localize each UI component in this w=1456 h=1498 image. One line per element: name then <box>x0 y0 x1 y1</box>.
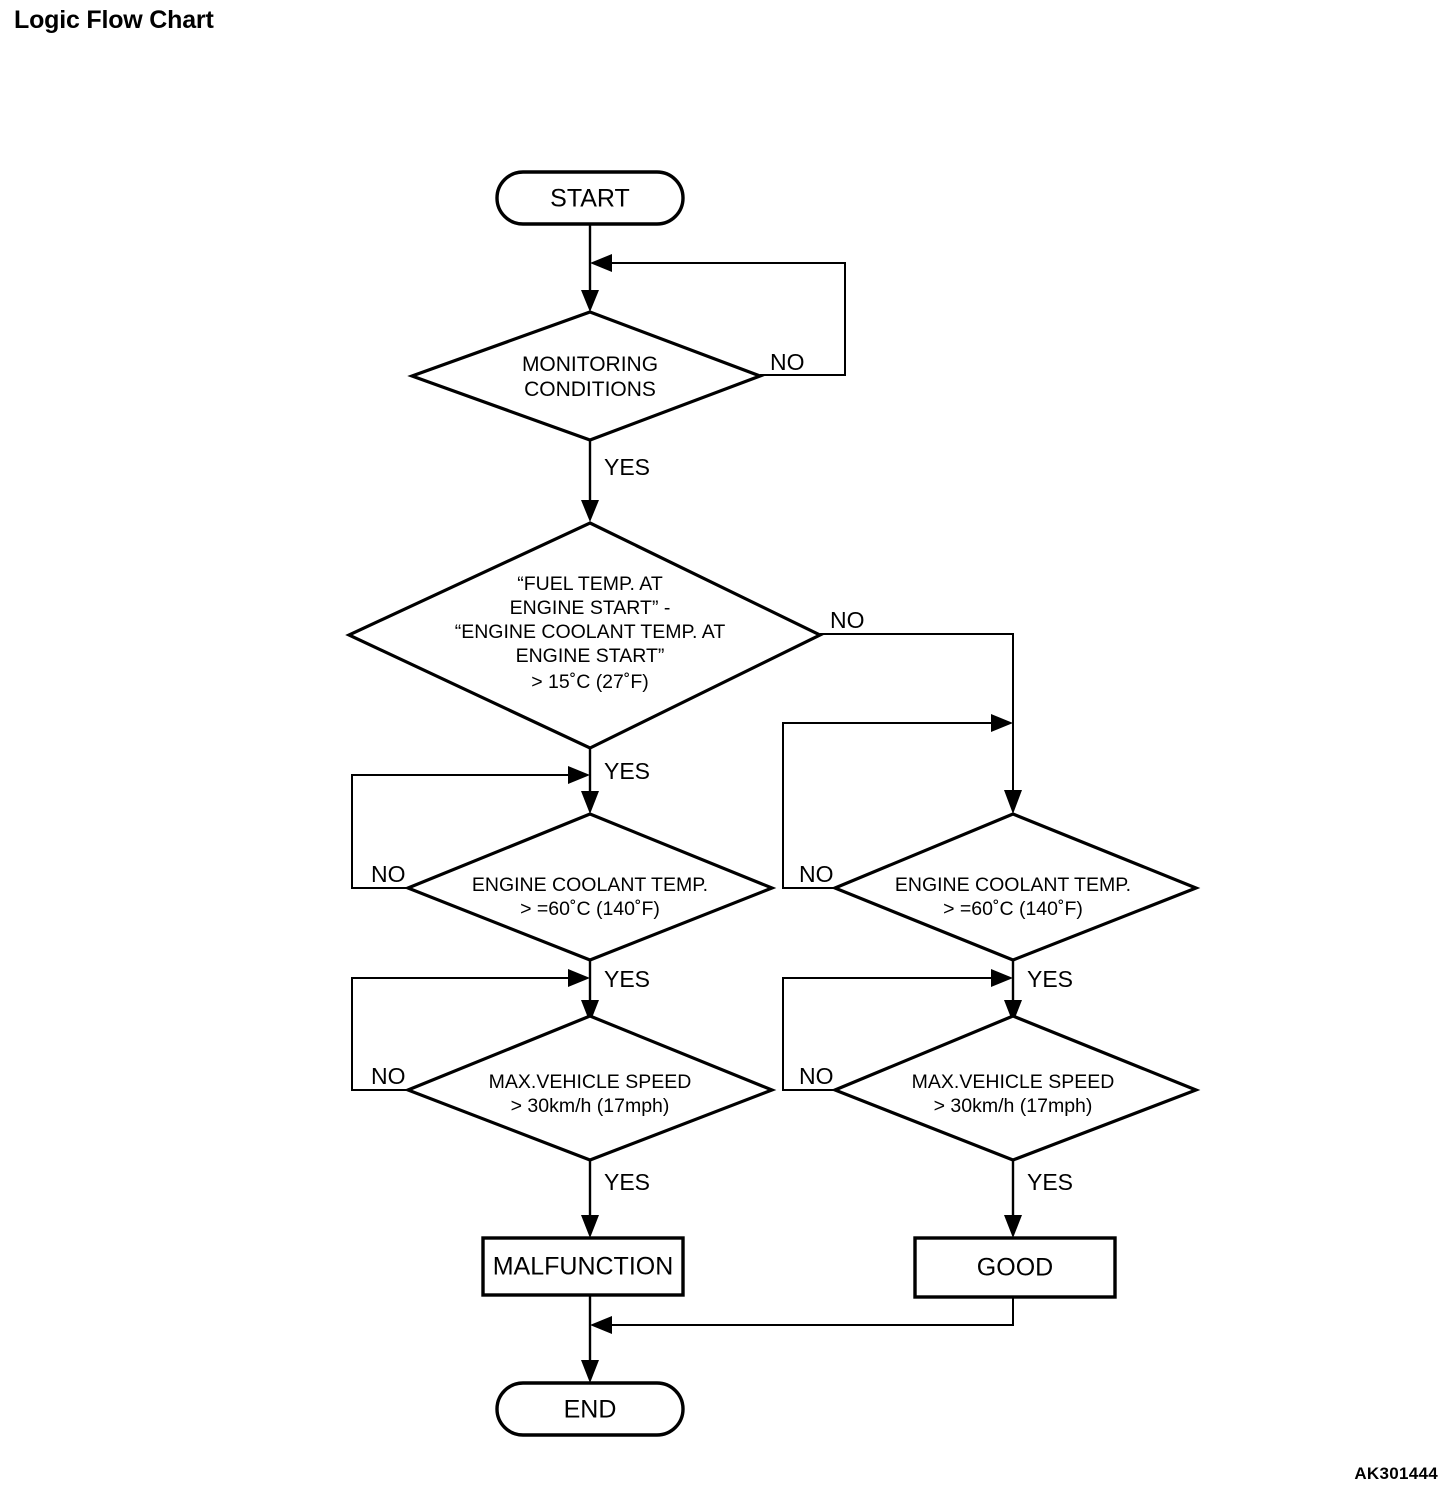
node-end-label: END <box>564 1396 617 1424</box>
node-ect-right-line2: > =60˚C (140˚F) <box>943 898 1083 920</box>
edge-label-ect-left-yes: YES <box>604 966 650 992</box>
edge-speed-left-no-loop <box>351 969 590 1091</box>
node-end[interactable]: END <box>495 1381 685 1437</box>
node-malfunction-label: MALFUNCTION <box>493 1253 674 1281</box>
node-fueltemp-line1: “FUEL TEMP. AT <box>517 573 663 595</box>
node-fueltemp-line5: > 15˚C (27˚F) <box>531 671 649 693</box>
node-ect-left-line1: ENGINE COOLANT TEMP. <box>472 874 708 896</box>
node-start[interactable]: START <box>495 170 685 226</box>
edge-speed-right-yes <box>1004 1160 1022 1238</box>
node-good-label: GOOD <box>977 1254 1053 1282</box>
node-monitoring-line1: MONITORING <box>522 353 658 376</box>
node-speed-right-line2: > 30km/h (17mph) <box>934 1095 1093 1117</box>
page-title: Logic Flow Chart <box>14 6 214 34</box>
edge-monitoring-yes <box>581 440 599 522</box>
node-speed-right-line1: MAX.VEHICLE SPEED <box>912 1071 1115 1093</box>
node-max-vehicle-speed-right[interactable]: MAX.VEHICLE SPEED > 30km/h (17mph) <box>830 1014 1201 1162</box>
edge-fueltemp-no <box>820 633 1022 814</box>
edge-label-speed-left-no: NO <box>371 1063 406 1089</box>
edge-malfunction-to-end <box>581 1295 599 1383</box>
edge-label-speed-right-yes: YES <box>1027 1169 1073 1195</box>
edge-speed-left-yes <box>581 1160 599 1238</box>
node-monitoring-line2: CONDITIONS <box>524 378 656 401</box>
edge-label-fueltemp-yes: YES <box>604 758 650 784</box>
edge-label-fueltemp-no: NO <box>830 607 865 633</box>
document-code: AK301444 <box>1354 1464 1438 1483</box>
node-fueltemp-line3: “ENGINE COOLANT TEMP. AT <box>455 621 726 643</box>
node-monitoring-conditions[interactable]: MONITORING CONDITIONS <box>407 310 765 442</box>
edge-ect-left-no-loop <box>351 766 590 889</box>
edge-label-monitoring-yes: YES <box>604 454 650 480</box>
node-start-label: START <box>550 185 630 213</box>
node-engine-coolant-temp-left[interactable]: ENGINE COOLANT TEMP. > =60˚C (140˚F) <box>403 812 777 962</box>
edge-speed-right-no-loop <box>782 969 1013 1091</box>
edge-ect-right-yes <box>1004 960 1022 1023</box>
edge-label-speed-right-no: NO <box>799 1063 834 1089</box>
edge-monitoring-no-loop <box>590 254 846 376</box>
edge-label-speed-left-yes: YES <box>604 1169 650 1195</box>
edge-ect-right-no-loop <box>782 714 1013 889</box>
node-malfunction[interactable]: MALFUNCTION <box>481 1236 685 1297</box>
node-fueltemp-line2: ENGINE START” - <box>510 597 671 619</box>
edge-good-to-end <box>590 1297 1014 1334</box>
node-fuel-temp-condition[interactable]: “FUEL TEMP. AT ENGINE START” - “ENGINE C… <box>345 521 824 750</box>
edge-label-ect-right-yes: YES <box>1027 966 1073 992</box>
edge-ect-left-yes <box>581 960 599 1023</box>
edge-start-to-monitoring <box>581 222 599 312</box>
edge-label-ect-right-no: NO <box>799 861 834 887</box>
node-speed-left-line2: > 30km/h (17mph) <box>511 1095 670 1117</box>
node-ect-left-line2: > =60˚C (140˚F) <box>520 898 660 920</box>
node-engine-coolant-temp-right[interactable]: ENGINE COOLANT TEMP. > =60˚C (140˚F) <box>830 812 1201 962</box>
edge-label-ect-left-no: NO <box>371 861 406 887</box>
edge-label-monitoring-no: NO <box>770 349 805 375</box>
node-ect-right-line1: ENGINE COOLANT TEMP. <box>895 874 1131 896</box>
node-good[interactable]: GOOD <box>913 1236 1117 1299</box>
node-fueltemp-line4: ENGINE START” <box>516 645 665 667</box>
node-speed-left-line1: MAX.VEHICLE SPEED <box>489 1071 692 1093</box>
node-max-vehicle-speed-left[interactable]: MAX.VEHICLE SPEED > 30km/h (17mph) <box>403 1014 777 1162</box>
edge-fueltemp-yes <box>581 748 599 814</box>
